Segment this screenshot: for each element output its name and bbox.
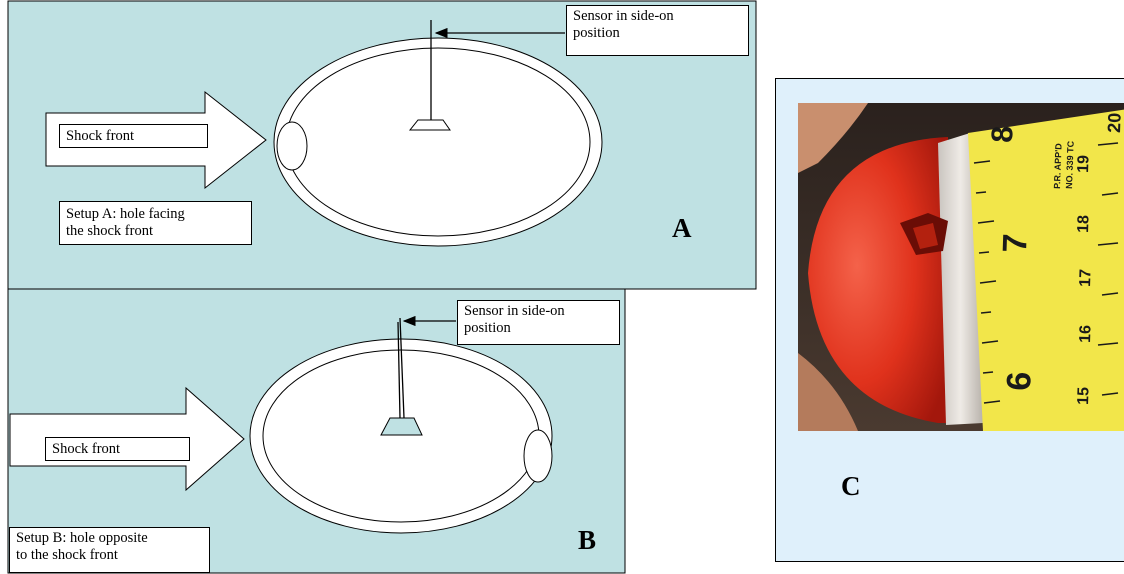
panel-a-setup-line1: Setup A: hole facing	[66, 206, 245, 223]
panel-b-sensor-label-line2: position	[464, 320, 613, 337]
tape-number-8: 8	[986, 125, 1020, 143]
tape-number-20: 20	[1104, 112, 1124, 133]
tape-print-line2: NO. 339 TC	[1064, 140, 1076, 189]
photo-ball-with-tape: 8 20 19 18 7 17 16 6 15 P.R. APP'D NO. 3…	[798, 103, 1124, 431]
panel-a-shock-front-label: Shock front	[59, 124, 208, 148]
tape-number-7: 7	[996, 233, 1035, 253]
panel-b-hole	[524, 430, 552, 482]
panel-a-setup-caption: Setup A: hole facing the shock front	[59, 201, 252, 245]
tape-number-19: 19	[1075, 155, 1093, 173]
tape-number-6: 6	[1000, 371, 1039, 391]
panel-b-setup-caption: Setup B: hole opposite to the shock fron…	[9, 527, 210, 573]
tape-number-16: 16	[1077, 325, 1095, 343]
panel-a-sensor-label-line1: Sensor in side-on	[573, 8, 742, 25]
panel-a-letter: A	[672, 213, 692, 244]
panel-a-sensor-label-line2: position	[573, 25, 742, 42]
panel-a-hole	[277, 122, 307, 170]
tape-print-line1: P.R. APP'D	[1052, 143, 1064, 189]
tape-number-18: 18	[1075, 215, 1093, 233]
panel-b-sensor-label-line1: Sensor in side-on	[464, 303, 613, 320]
panel-c-letter: C	[841, 471, 861, 502]
panel-b-shock-front-label: Shock front	[45, 437, 190, 461]
tape-number-15: 15	[1075, 387, 1093, 405]
panel-b-sensor-label: Sensor in side-on position	[457, 300, 620, 345]
panel-a-sensor-label: Sensor in side-on position	[566, 5, 749, 56]
panel-b-letter: B	[578, 525, 596, 556]
tape-number-17: 17	[1077, 269, 1095, 287]
photo-tape-measure	[968, 109, 1124, 431]
panel-b-setup-line2: to the shock front	[16, 547, 203, 564]
photo-illustration: 8 20 19 18 7 17 16 6 15 P.R. APP'D NO. 3…	[798, 103, 1124, 431]
panel-b-sphere-inner	[263, 350, 539, 522]
panel-a-sphere-inner	[286, 48, 590, 236]
panel-b-setup-line1: Setup B: hole opposite	[16, 530, 203, 547]
panel-a-setup-line2: the shock front	[66, 223, 245, 240]
panel-c: 8 20 19 18 7 17 16 6 15 P.R. APP'D NO. 3…	[775, 78, 1124, 562]
